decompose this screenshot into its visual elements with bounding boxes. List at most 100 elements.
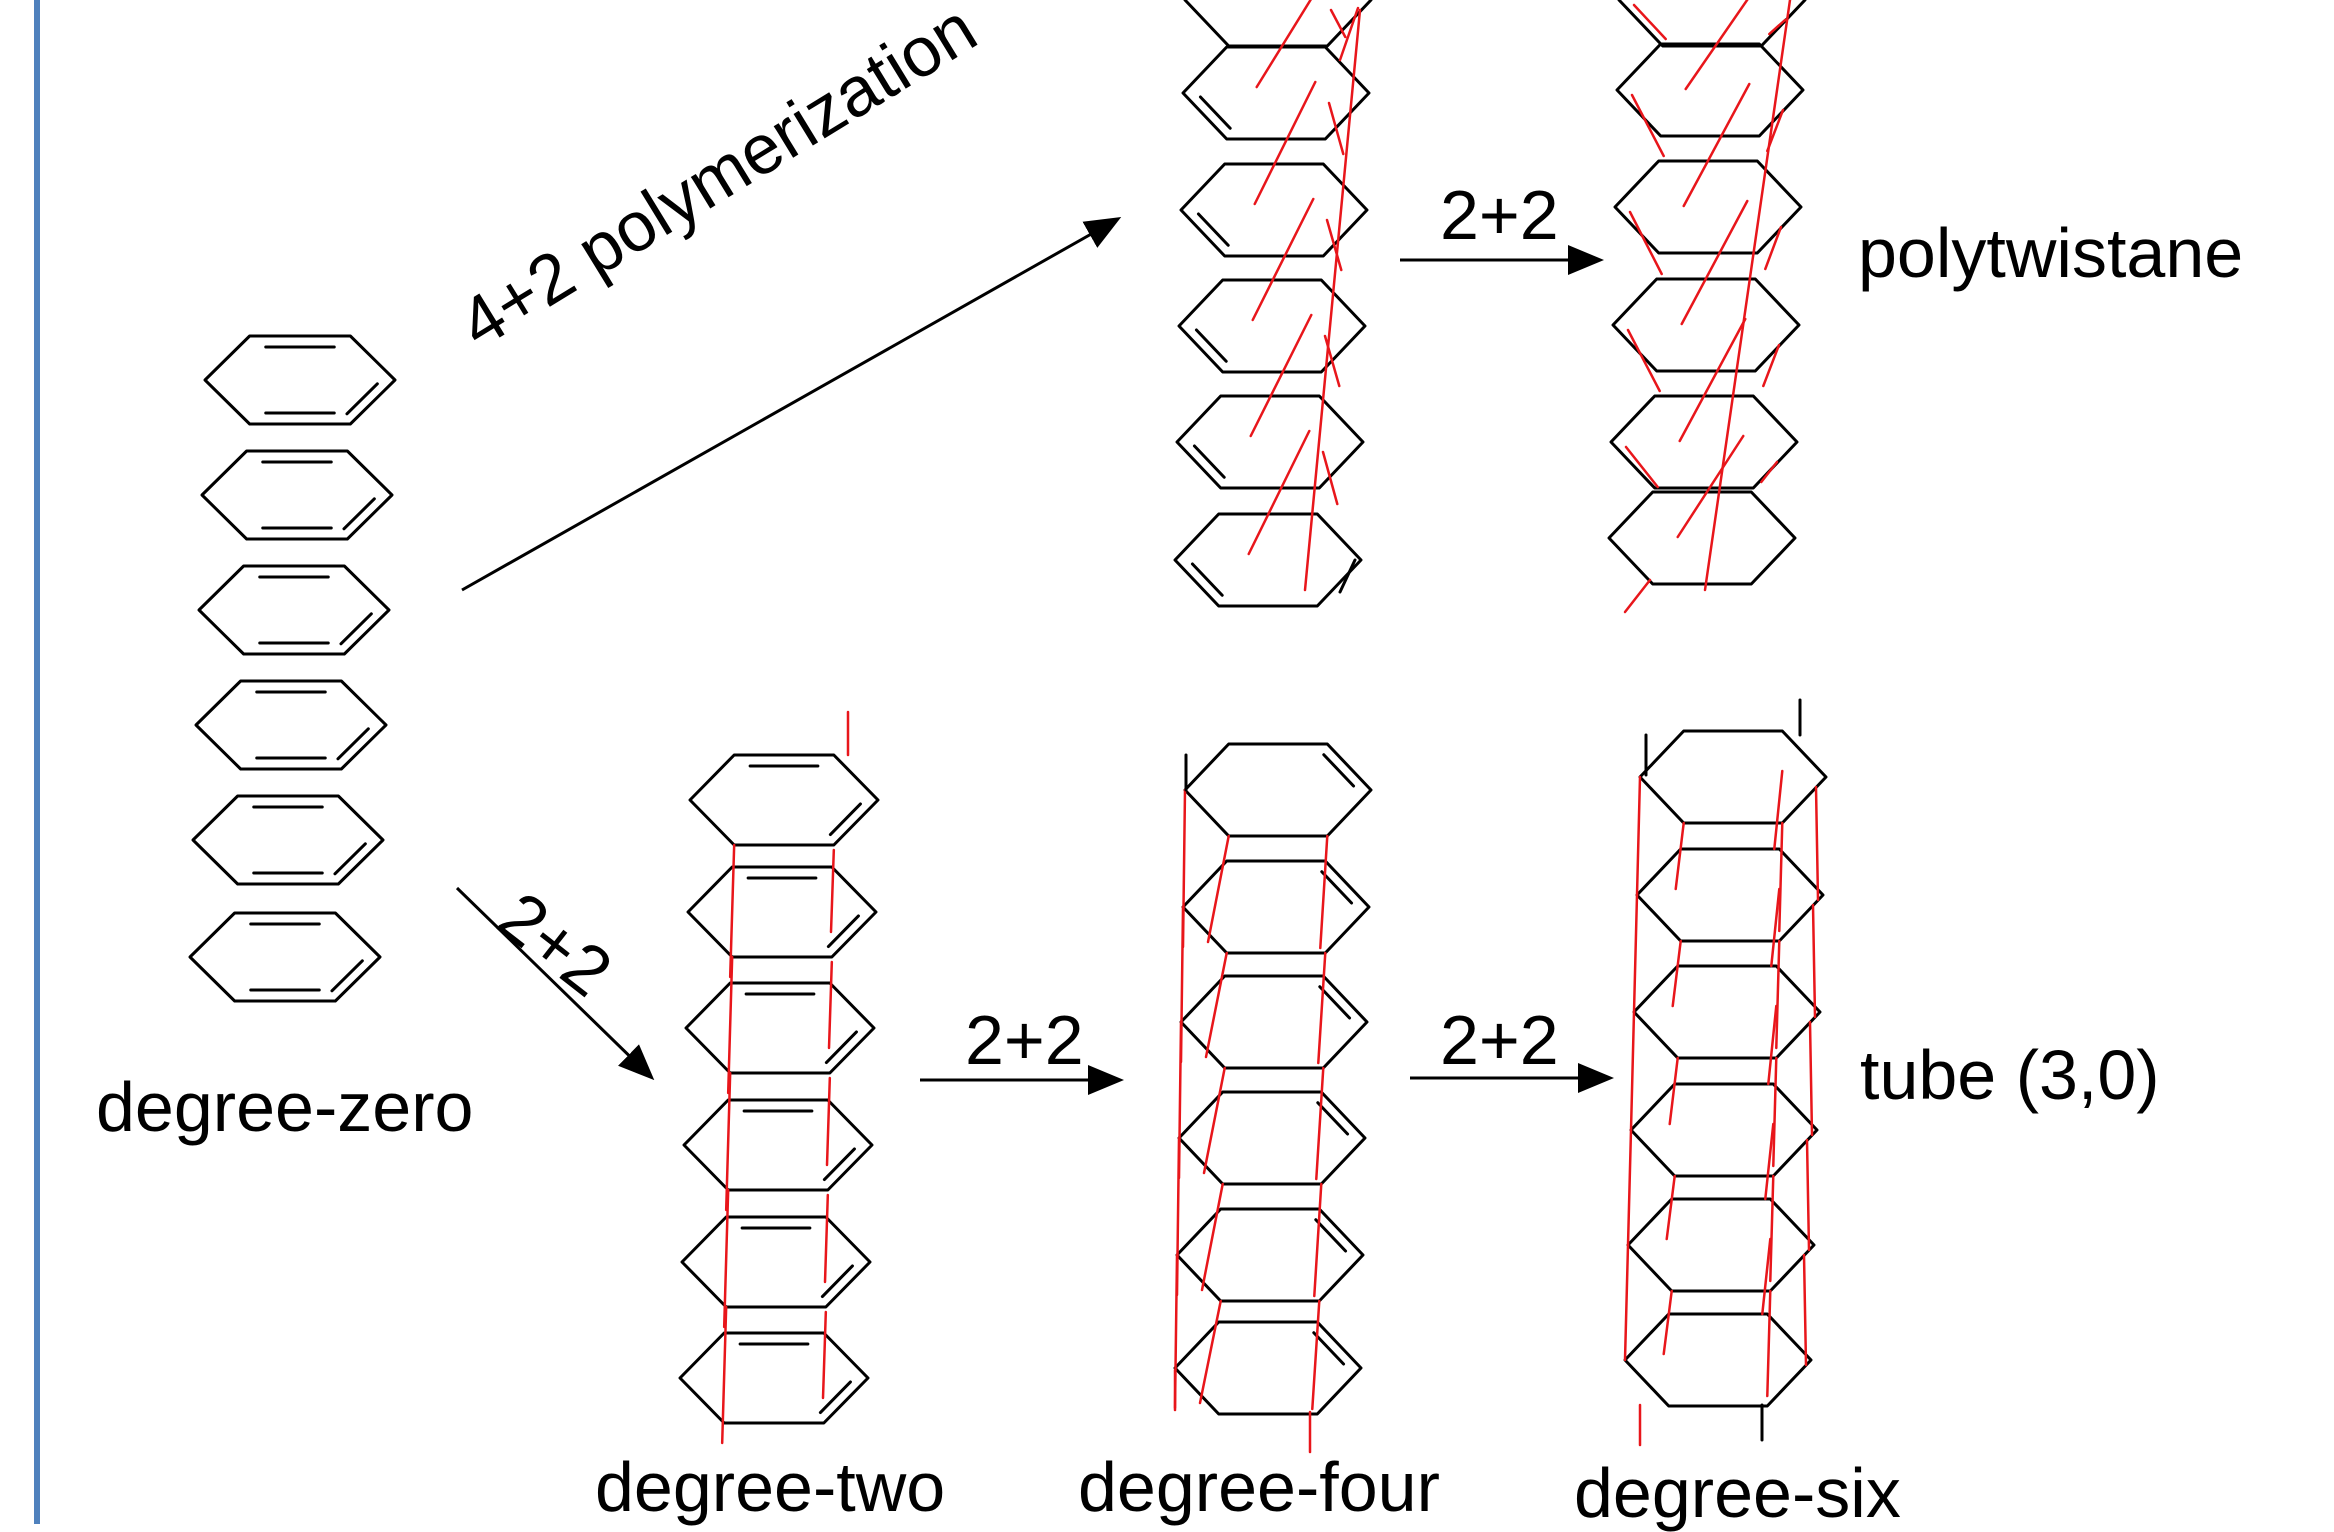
degree-two-ring-0-double-bond bbox=[828, 802, 862, 837]
reaction-2-2-label-right: 2+2 bbox=[1440, 1001, 1559, 1079]
degree-four-cross-bond bbox=[1204, 951, 1228, 1059]
benzene-2-ring bbox=[197, 564, 391, 656]
degree-six-cross-bond bbox=[1766, 1289, 1772, 1398]
benzene-4-ring bbox=[191, 794, 385, 886]
degree-six-ring-4-ring bbox=[1626, 1197, 1816, 1293]
twistane-cross-bond bbox=[1684, 0, 1749, 91]
twistane-2-ring bbox=[1613, 159, 1803, 255]
reaction-2-2-label-middle: 2+2 bbox=[965, 1001, 1084, 1079]
degree-two-cross-bond bbox=[821, 1310, 828, 1400]
degree-six-cross-bond bbox=[1770, 887, 1781, 968]
degree-six-cross-bond bbox=[1767, 1004, 1778, 1086]
degree-zero-stack bbox=[188, 334, 397, 1003]
degree-two-ring-1-double-bond bbox=[826, 914, 860, 949]
degree-four-ring-1-ring bbox=[1181, 859, 1371, 955]
adduct-5-ring bbox=[1173, 512, 1363, 608]
twistane-1-ring bbox=[1615, 42, 1805, 138]
degree-four-ring-3-double-bond bbox=[1316, 1101, 1350, 1136]
degree-six-cross-bond bbox=[1772, 1056, 1778, 1168]
twistane-cross-bond bbox=[1628, 210, 1663, 276]
degree-two-ring-5-double-bond bbox=[818, 1380, 852, 1415]
adduct-0-ring bbox=[1183, 0, 1373, 48]
degree-six-ring-3-ring bbox=[1629, 1082, 1819, 1178]
adduct-cross-bond bbox=[1249, 313, 1313, 438]
adduct-cross-bond bbox=[1327, 101, 1345, 156]
degree-two-ring-0-ring bbox=[688, 753, 880, 847]
degree-six-cross-bond bbox=[1764, 1122, 1775, 1201]
twistane-cross-bond bbox=[1626, 328, 1661, 393]
twistane-cross-bond bbox=[1764, 225, 1783, 271]
degree-six-cross-bond bbox=[1665, 1174, 1676, 1241]
adduct-1-ring bbox=[1181, 45, 1371, 141]
degree-four-ring-0-double-bond bbox=[1322, 753, 1356, 788]
adduct-helix-bond bbox=[1303, 8, 1362, 592]
arrow-zero-to-two bbox=[455, 886, 655, 1081]
benzene-1-double-bond bbox=[342, 497, 376, 531]
degree-two-ring-4-double-bond bbox=[820, 1264, 854, 1299]
twistane-cross-bond bbox=[1682, 82, 1751, 208]
degree-six-cross-bond bbox=[1626, 1128, 1633, 1247]
degree-six-cross-bond bbox=[1805, 1138, 1811, 1252]
twistane-cross-bond bbox=[1762, 343, 1781, 388]
degree-six-ring-5-ring bbox=[1623, 1312, 1813, 1408]
degree-two-cross-bond bbox=[726, 955, 734, 1095]
reaction-2-2-label-top: 2+2 bbox=[1440, 176, 1559, 254]
degree-four-cross-bond bbox=[1319, 834, 1329, 950]
degree-two-ring-2-double-bond bbox=[824, 1030, 858, 1065]
degree-four-cross-bond bbox=[1311, 1299, 1321, 1411]
adduct-cross-bond bbox=[1325, 218, 1343, 272]
degree-six-label: degree-six bbox=[1574, 1454, 1901, 1532]
polytwistane-label: polytwistane bbox=[1858, 214, 2244, 292]
degree-six-cross-bond bbox=[1775, 939, 1781, 1050]
degree-two-cross-bond bbox=[829, 848, 836, 934]
degree-four-ring-2-ring bbox=[1179, 974, 1369, 1070]
benzene-4-double-bond bbox=[333, 842, 367, 876]
degree-six-cross-bond bbox=[1671, 939, 1682, 1008]
degree-four-ring-5-ring bbox=[1173, 1320, 1363, 1416]
degree-two-cross-bond bbox=[728, 843, 736, 979]
degree-six-cross-bond bbox=[1674, 821, 1685, 891]
degree-two-ring-3-double-bond bbox=[822, 1147, 856, 1182]
degree-six-cross-bond bbox=[1778, 821, 1784, 933]
adduct-4-double-bond bbox=[1192, 444, 1226, 479]
twistane-cross-bond bbox=[1680, 199, 1749, 326]
benzene-3-double-bond bbox=[336, 727, 370, 761]
degree-two-cross-bond bbox=[827, 960, 834, 1050]
degree-four-cross-bond bbox=[1202, 1066, 1226, 1175]
adduct-cross-bond bbox=[1247, 429, 1311, 556]
degree-six-cross-bond bbox=[1814, 785, 1820, 902]
benzene-5-double-bond bbox=[330, 959, 364, 993]
twistane-3-ring bbox=[1611, 277, 1801, 373]
degree-two-cross-bond bbox=[722, 1188, 730, 1329]
degree-six-cross-bond bbox=[1632, 893, 1639, 1014]
arrow-polymerization bbox=[461, 217, 1122, 592]
degree-four-ring-0-ring bbox=[1183, 742, 1373, 838]
degree-two-stack bbox=[678, 710, 880, 1445]
twistane-cross-bond bbox=[1678, 317, 1747, 443]
benzene-1-ring bbox=[200, 449, 394, 541]
benzene-0-double-bond bbox=[345, 382, 379, 416]
adduct-terminal-bond bbox=[1338, 558, 1357, 594]
adduct-cross-bond bbox=[1253, 80, 1317, 206]
adduct-cross-bond bbox=[1255, 0, 1312, 89]
degree-four-cross-bond bbox=[1206, 834, 1230, 944]
degree-four-ring-4-ring bbox=[1175, 1207, 1365, 1303]
degree-four-ring-1-double-bond bbox=[1320, 870, 1354, 905]
twistane-helix-bond bbox=[1703, 0, 1792, 592]
degree-four-cross-bond bbox=[1313, 1182, 1323, 1298]
tube-label: tube (3,0) bbox=[1860, 1036, 2160, 1114]
degree-two-ring-4-ring bbox=[680, 1215, 872, 1309]
degree-six-cross-bond bbox=[1635, 775, 1642, 897]
degree-six-cross-bond bbox=[1808, 1020, 1814, 1137]
degree-four-ring-5-double-bond bbox=[1312, 1331, 1346, 1366]
degree-six-cross-bond bbox=[1769, 1174, 1775, 1283]
degree-six-cross-bond bbox=[1811, 903, 1817, 1019]
degree-six-stack bbox=[1623, 698, 1828, 1447]
degree-two-ring-1-ring bbox=[686, 865, 878, 959]
adduct-2-ring bbox=[1179, 162, 1369, 258]
degree-six-cross-bond bbox=[1629, 1010, 1636, 1132]
degree-six-cross-bond bbox=[1761, 1237, 1772, 1316]
adduct-cross-bond bbox=[1251, 197, 1315, 322]
degree-two-label: degree-two bbox=[595, 1448, 946, 1526]
degree-two-cross-bond bbox=[720, 1305, 728, 1445]
